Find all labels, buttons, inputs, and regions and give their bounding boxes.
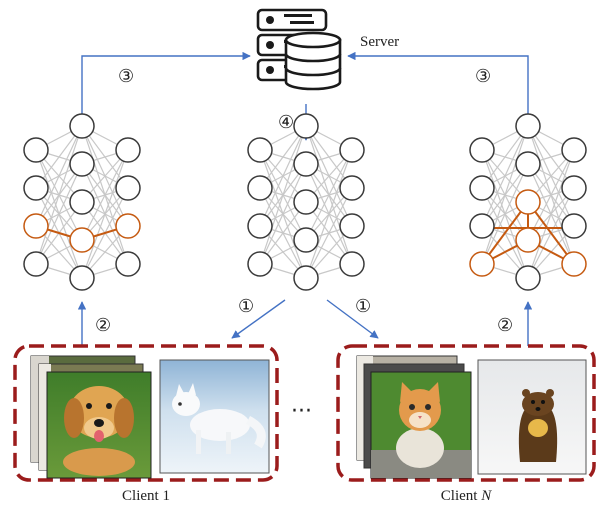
network-edge [305, 149, 353, 279]
upload-arrow-left [81, 51, 251, 132]
network-node [23, 175, 49, 201]
network-node-highlighted [23, 213, 49, 239]
client-1-box [13, 344, 279, 482]
network-node [247, 175, 273, 201]
network-node [561, 175, 587, 201]
network-edge [305, 187, 353, 279]
network-edge [35, 125, 83, 227]
client-1-label-index: 1 [162, 488, 170, 504]
client-1-label-prefix: Client [122, 488, 162, 504]
network-edge [305, 149, 353, 241]
network-node [469, 175, 495, 201]
network-node [293, 151, 319, 177]
network-node [339, 251, 365, 277]
network-edge [259, 125, 307, 189]
network-edge [527, 149, 575, 279]
orange-kitten-photo [370, 371, 472, 479]
network-node [115, 137, 141, 163]
network-node [247, 137, 273, 163]
network-edge [481, 125, 529, 265]
step-three-left: ③ [118, 66, 134, 87]
network-edge [81, 149, 129, 279]
network-node [293, 265, 319, 291]
network-node [293, 227, 319, 253]
network-node [23, 251, 49, 277]
network-node-highlighted [515, 227, 541, 253]
network-node [115, 175, 141, 201]
network-node-highlighted [561, 251, 587, 277]
neural-network-global [247, 113, 365, 291]
network-edge [259, 163, 307, 265]
neural-network-right [469, 113, 587, 291]
client-n-label-prefix: Client [441, 488, 481, 504]
network-node [115, 251, 141, 277]
golden-retriever-puppy-photo [46, 371, 152, 479]
neural-network-left [23, 113, 141, 291]
network-node [339, 137, 365, 163]
network-node [69, 189, 95, 215]
network-node [69, 113, 95, 139]
network-node [293, 189, 319, 215]
network-edge [259, 125, 307, 265]
network-node [515, 265, 541, 291]
network-node [339, 175, 365, 201]
network-node [247, 213, 273, 239]
client-1-photo-stack [30, 355, 152, 479]
network-node [69, 265, 95, 291]
step-three-right: ③ [475, 66, 491, 87]
network-node [561, 213, 587, 239]
network-edge-highlighted [527, 201, 575, 265]
distribute-arrow-left [231, 299, 286, 339]
network-node [247, 251, 273, 277]
client-n-label: Client N [441, 488, 492, 504]
clients-ellipsis: ··· [291, 399, 312, 424]
network-edge [481, 125, 529, 227]
network-node [69, 151, 95, 177]
network-edge [35, 125, 83, 189]
network-node-highlighted [515, 189, 541, 215]
network-edge [259, 125, 307, 227]
step-two-left: ② [95, 315, 111, 336]
network-node-highlighted [115, 213, 141, 239]
upload-arrow-right [347, 51, 529, 132]
network-node [23, 137, 49, 163]
step-one-right: ① [355, 296, 371, 317]
network-node [293, 113, 319, 139]
network-node-highlighted [69, 227, 95, 253]
step-four: ④ [278, 112, 294, 133]
network-edge [527, 149, 575, 241]
network-node [339, 213, 365, 239]
network-node [515, 113, 541, 139]
network-node [469, 213, 495, 239]
client-1-label: Client 1 [122, 488, 170, 504]
database-icon [284, 31, 342, 91]
network-node-highlighted [469, 251, 495, 277]
server-label: Server [360, 34, 399, 50]
distribute-arrow-right [326, 299, 379, 339]
step-one-left: ① [238, 296, 254, 317]
client-n-label-index: N [480, 488, 492, 504]
server-icon [256, 8, 342, 91]
network-edge [35, 125, 83, 265]
network-edge [35, 163, 83, 265]
arctic-fox-photo [159, 359, 270, 474]
step-two-right: ② [497, 315, 513, 336]
network-node [469, 137, 495, 163]
network-edge [81, 149, 129, 241]
network-edge [481, 163, 529, 265]
client-n-box [336, 344, 596, 482]
client-n-photo-stack [356, 355, 472, 479]
pine-marten-photo [477, 359, 587, 475]
network-edge [259, 201, 307, 265]
network-node [515, 151, 541, 177]
network-edge-highlighted [481, 201, 529, 265]
network-node [561, 137, 587, 163]
network-edge [481, 125, 529, 189]
